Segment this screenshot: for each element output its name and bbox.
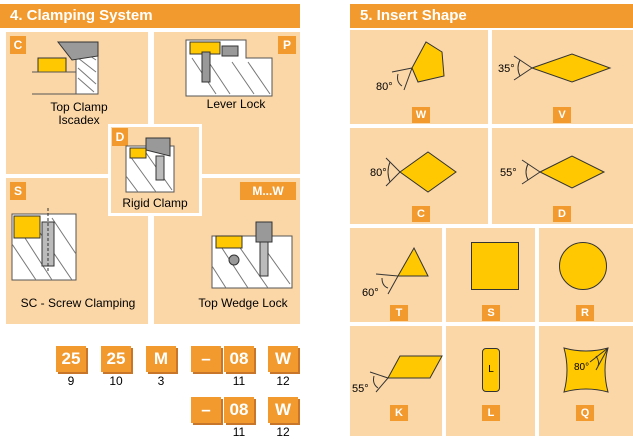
code-pos-12: 12	[276, 374, 290, 388]
shape-w-icon: 80°	[376, 41, 445, 93]
code-box-dash: –	[191, 346, 221, 372]
insert-shape-header: 5. Insert Shape	[350, 4, 633, 28]
rigid-clamp-illustration	[125, 137, 175, 193]
shape-k-icon: 55°	[352, 355, 443, 395]
shape-k-angle: 55°	[352, 383, 369, 395]
shape-d-angle: 55°	[500, 167, 517, 179]
top-clamp-illustration	[32, 41, 99, 95]
code-pos-10: 10	[109, 374, 123, 388]
code-pos-3: 3	[157, 374, 165, 388]
lever-lock-illustration	[185, 39, 273, 97]
code2-pos-11: 11	[232, 425, 246, 439]
shape-w-angle: 80°	[376, 81, 393, 93]
top-wedge-label: Top Wedge Lock	[198, 296, 288, 310]
shape-k-letter: K	[390, 405, 408, 421]
top-clamp-label: Top Clamp	[50, 100, 108, 114]
shape-r-icon	[559, 242, 607, 290]
code-box-w: W	[268, 346, 298, 372]
rigid-clamp-label: Rigid Clamp	[122, 196, 188, 210]
shape-q-angle: 80°	[574, 362, 589, 373]
shape-s-icon	[471, 242, 519, 290]
screw-clamp-illustration	[11, 208, 77, 281]
shape-c-letter: C	[412, 206, 430, 222]
clamping-system-header: 4. Clamping System	[0, 4, 300, 28]
shape-l-icon: L	[482, 348, 500, 392]
shape-w-letter: W	[412, 107, 430, 123]
shape-l-inner: L	[488, 364, 494, 375]
shape-q-icon: 80°	[563, 347, 609, 393]
tag-s: S	[10, 182, 26, 200]
shape-d-icon: 55°	[500, 155, 606, 189]
iscadex-label: Iscadex	[58, 113, 100, 127]
code-pos-11: 11	[232, 374, 246, 388]
shape-d-letter: D	[553, 206, 571, 222]
lever-lock-label: Lever Lock	[206, 97, 266, 111]
shape-c-icon: 80°	[370, 151, 457, 193]
code-box-08: 08	[224, 346, 254, 372]
code2-box-08: 08	[224, 397, 254, 423]
tag-c: C	[10, 36, 26, 54]
screw-clamping-label: SC - Screw Clamping	[20, 296, 136, 310]
code2-pos-12: 12	[276, 425, 290, 439]
shape-c-angle: 80°	[370, 167, 387, 179]
shape-q-letter: Q	[576, 405, 594, 421]
top-wedge-illustration	[211, 221, 293, 289]
code-box-25-b: 25	[101, 346, 131, 372]
code2-box-w: W	[268, 397, 298, 423]
tag-d: D	[112, 128, 128, 146]
code-pos-9: 9	[67, 374, 75, 388]
shape-t-letter: T	[390, 305, 408, 321]
code-box-m: M	[146, 346, 176, 372]
shape-v-angle: 35°	[498, 63, 515, 75]
shape-l-letter: L	[482, 405, 500, 421]
shape-v-letter: V	[553, 107, 571, 123]
shape-t-angle: 60°	[362, 287, 379, 299]
shape-r-letter: R	[576, 305, 594, 321]
shape-v-icon: 35°	[498, 53, 612, 83]
shape-s-letter: S	[482, 305, 500, 321]
tag-mw: M...W	[240, 182, 296, 200]
code2-box-dash: –	[191, 397, 221, 423]
shape-t-icon: 60°	[362, 246, 429, 299]
code-box-25-a: 25	[56, 346, 86, 372]
tag-p: P	[278, 36, 296, 54]
